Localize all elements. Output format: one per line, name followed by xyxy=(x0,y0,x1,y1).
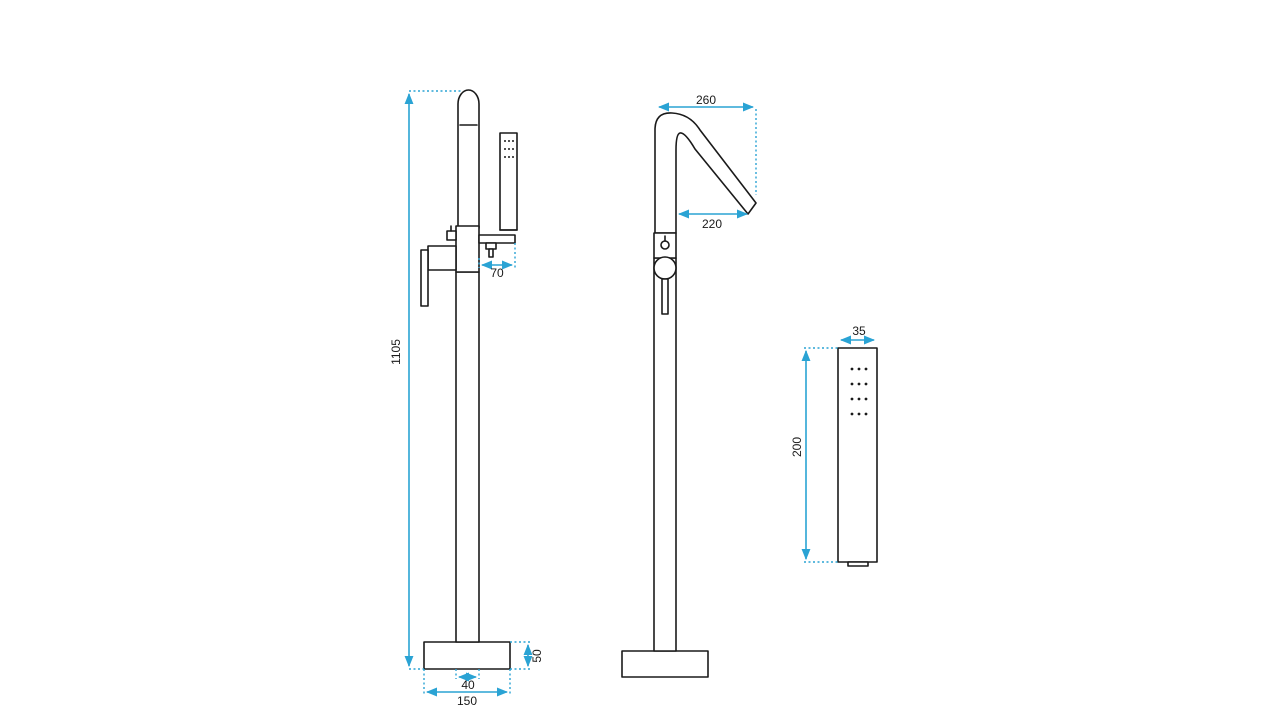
dim-base-height: 50 xyxy=(530,649,544,663)
dim-gooseneck-outer: 260 xyxy=(696,93,716,107)
handshower-body xyxy=(837,347,878,563)
dim-spout-reach: 70 xyxy=(490,266,504,280)
handshower-view xyxy=(837,347,878,567)
front-diverter-knob xyxy=(485,242,497,250)
dim-pipe-width: 40 xyxy=(461,678,475,692)
front-lever-cap xyxy=(446,230,457,241)
handshower-dimensions: 35 200 xyxy=(790,324,876,563)
front-view xyxy=(420,89,518,670)
dim-handshower-width: 35 xyxy=(852,324,866,338)
side-lever-housing xyxy=(653,256,677,280)
front-handshower xyxy=(499,132,518,231)
handshower-connector xyxy=(847,561,869,567)
dim-total-height: 1105 xyxy=(389,339,403,365)
front-mixer-body xyxy=(455,225,480,273)
dim-gooseneck-inner: 220 xyxy=(702,217,722,231)
front-diverter-stem xyxy=(488,248,494,258)
front-pipe xyxy=(455,271,480,643)
side-view xyxy=(621,112,757,678)
side-pipe xyxy=(653,257,677,652)
side-diverter-knob xyxy=(660,240,670,250)
front-dimensions: 1105 70 50 40 150 xyxy=(389,90,544,708)
side-gooseneck-spout xyxy=(654,112,757,234)
side-lever-handle xyxy=(661,278,669,315)
front-upper-pipe xyxy=(457,89,480,229)
side-base-plate xyxy=(621,650,709,678)
front-base-plate xyxy=(423,641,511,670)
front-diverter-bar xyxy=(478,234,516,244)
side-dimensions: 260 220 xyxy=(657,93,757,231)
front-lever-handle xyxy=(420,249,429,307)
dim-handshower-length: 200 xyxy=(790,437,804,457)
dim-base-width: 150 xyxy=(457,694,477,708)
front-lever-housing xyxy=(427,245,457,271)
